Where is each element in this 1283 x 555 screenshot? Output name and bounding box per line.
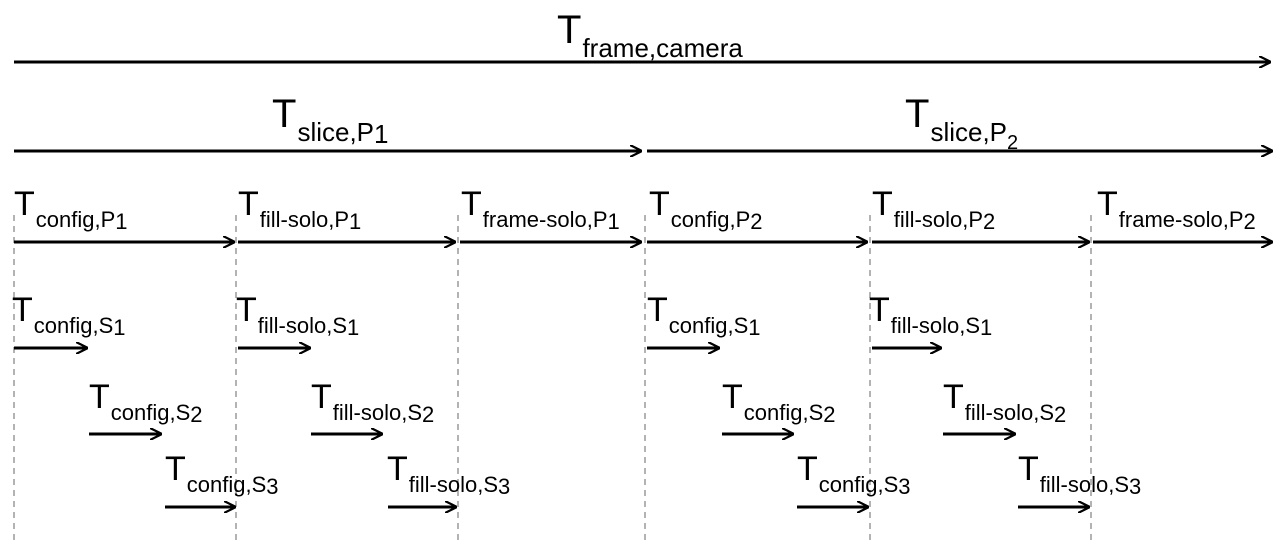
fill-solo-s2-label: Tfill-solo,S2 (311, 378, 435, 427)
fill-solo-p2-label: Tfill-solo,P2 (872, 185, 996, 234)
fill-solo-p1-label: Tfill-solo,P1 (238, 185, 362, 234)
config-s1-label: Tconfig,S1 (647, 291, 761, 340)
fill-solo-s2-label: Tfill-solo,S2 (943, 378, 1067, 427)
config-s3-label: Tconfig,S3 (165, 450, 279, 499)
frame-solo-p1-label: Tframe-solo,P1 (461, 185, 620, 234)
config-s2-label: Tconfig,S2 (722, 378, 836, 427)
frame-solo-p2-label: Tframe-solo,P2 (1097, 185, 1256, 234)
fill-solo-s1-label: Tfill-solo,S1 (236, 291, 360, 340)
slice-p2-label: Tslice,P2 (905, 92, 1019, 154)
config-s3-label: Tconfig,S3 (797, 450, 911, 499)
slice-p1-label: Tslice,P1 (272, 92, 389, 149)
fill-solo-s3-label: Tfill-solo,S3 (387, 450, 511, 499)
fill-solo-s3-label: Tfill-solo,S3 (1018, 450, 1142, 499)
fill-solo-s1-label: Tfill-solo,S1 (869, 291, 993, 340)
config-p1-label: Tconfig,P1 (14, 185, 128, 234)
config-s1-label: Tconfig,S1 (12, 291, 126, 340)
frame-camera-label: Tframe,camera (557, 8, 743, 63)
config-p2-label: Tconfig,P2 (649, 185, 763, 234)
config-s2-label: Tconfig,S2 (89, 378, 203, 427)
